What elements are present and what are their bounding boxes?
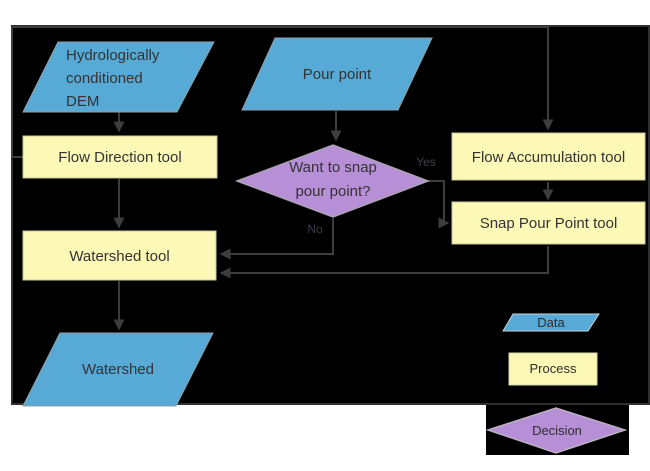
edge-snappourpoint-to-watershedtool xyxy=(219,246,549,279)
node-snap-pour-point-label: Snap Pour Point tool xyxy=(479,215,618,232)
node-flow-accumulation-shape xyxy=(451,132,646,181)
node-pour-point-label: Pour point xyxy=(302,66,372,83)
legend-decision-shape xyxy=(485,407,628,454)
legend-data-shape xyxy=(502,313,600,332)
node-flow-direction-shape xyxy=(22,135,218,179)
edge-flowdirection-to-flowaccumulation xyxy=(11,26,554,158)
node-watershed-tool-label: Watershed tool xyxy=(69,248,170,265)
edge-label-yes: Yes xyxy=(416,155,436,169)
legend-process-shape xyxy=(508,352,598,386)
node-watershed-label: Watershed xyxy=(82,361,154,378)
node-flow-direction-label: Flow Direction tool xyxy=(58,149,182,166)
node-pour-point-shape xyxy=(241,37,433,111)
edge-decision-no-to-watershedtool xyxy=(219,218,334,260)
legend-decision-label: Decision xyxy=(532,423,582,438)
node-dem-label: Hydrologically conditioned DEM xyxy=(66,47,160,110)
node-watershed-tool-shape xyxy=(22,230,217,281)
edge-label-no: No xyxy=(307,222,323,236)
node-decision-shape xyxy=(234,144,431,218)
node-dem-shape xyxy=(22,41,215,113)
node-snap-pour-point-shape xyxy=(451,201,646,245)
node-decision-label: Want to snap pour point? xyxy=(289,159,377,200)
legend-data-label: Data xyxy=(537,315,565,330)
legend-process-label: Process xyxy=(529,361,577,376)
edge-decision-yes-to-snappourpoint xyxy=(428,180,450,229)
node-flow-accumulation-label: Flow Accumulation tool xyxy=(471,149,626,166)
node-watershed-shape xyxy=(22,332,214,407)
